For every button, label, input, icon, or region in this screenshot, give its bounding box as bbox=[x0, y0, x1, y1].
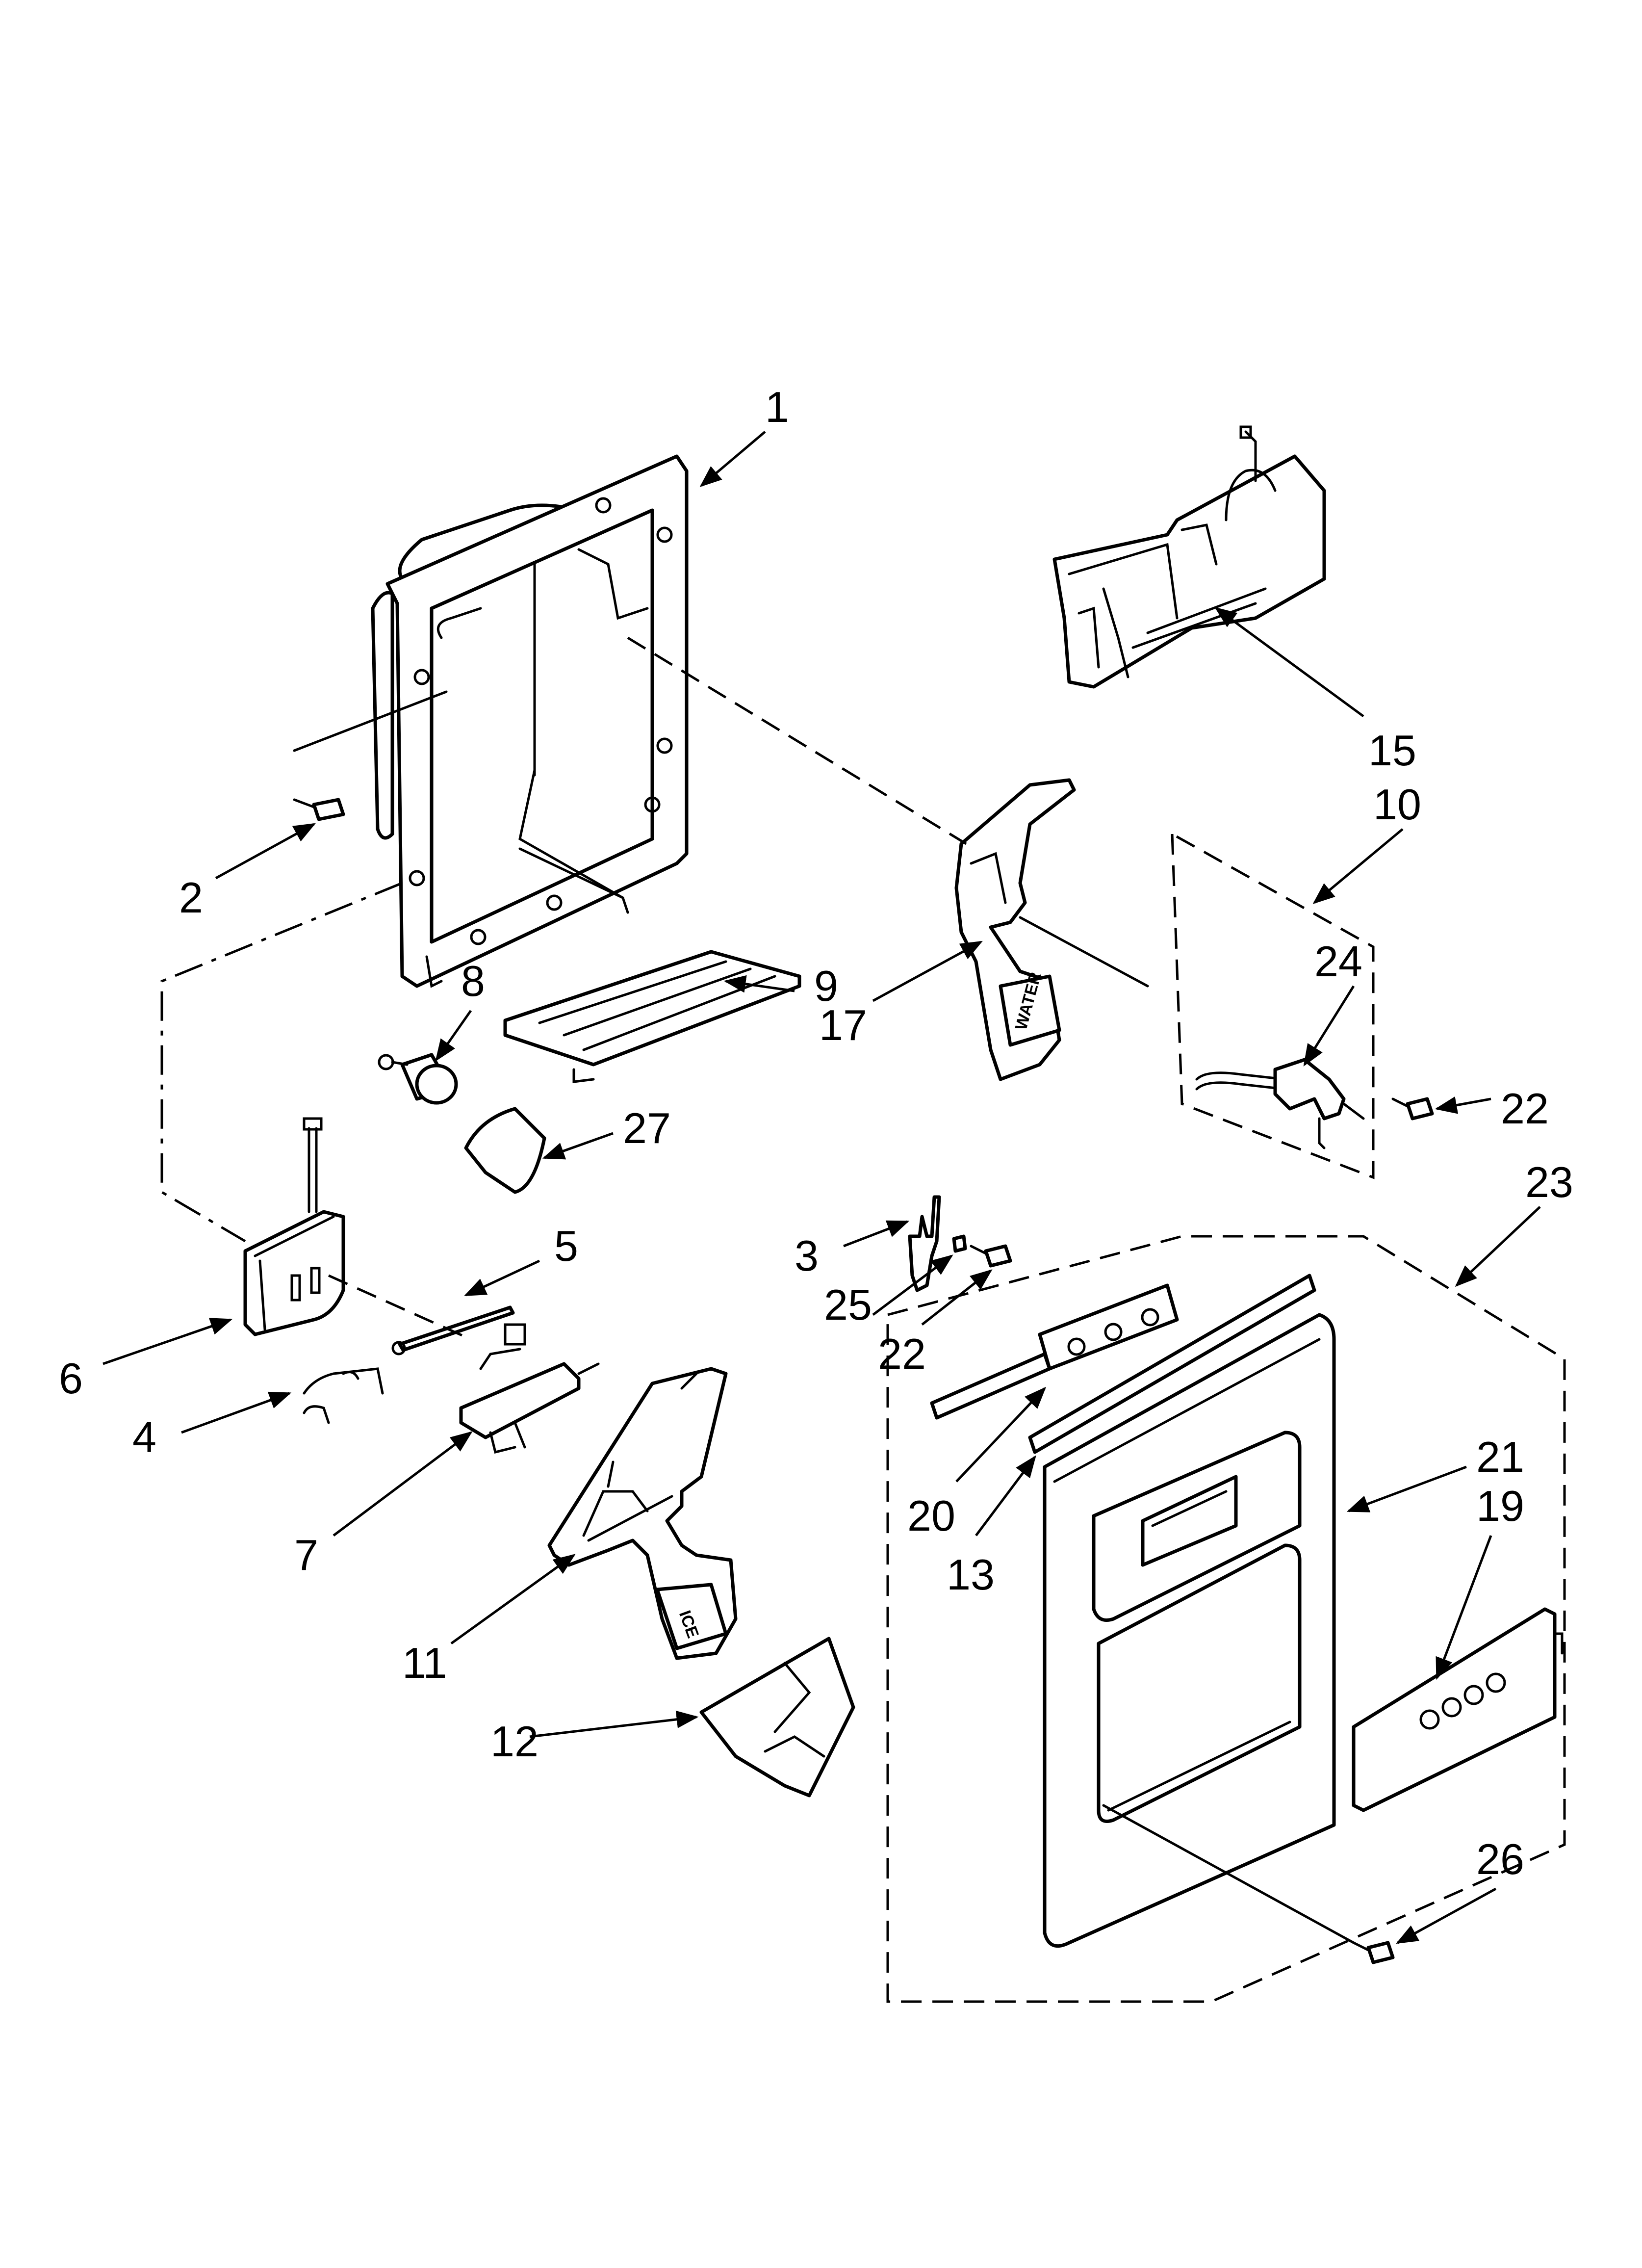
clip-part bbox=[952, 1234, 967, 1253]
screw-part-22-upper bbox=[1391, 1097, 1434, 1121]
callout-27: 27 bbox=[623, 1104, 671, 1152]
leader-25 bbox=[872, 1254, 953, 1316]
callout-12: 12 bbox=[490, 1717, 539, 1766]
leader-17 bbox=[872, 940, 983, 1002]
callout-22-upper: 22 bbox=[1501, 1084, 1549, 1133]
dispenser-housing-part bbox=[371, 454, 689, 988]
assembly-23-boundary bbox=[886, 1235, 1566, 2003]
pivot-pin-part bbox=[391, 1305, 515, 1356]
leader-11 bbox=[450, 1554, 576, 1645]
leader-21 bbox=[1346, 1465, 1467, 1512]
ribbon-cable-part bbox=[930, 1283, 1179, 1420]
switch-actuator-part bbox=[908, 1195, 941, 1292]
alignment-line-panel-to-screw bbox=[1102, 1804, 1355, 1944]
callout-19: 19 bbox=[1476, 1482, 1524, 1530]
leader-26 bbox=[1396, 1887, 1497, 1944]
leader-24 bbox=[1303, 985, 1355, 1067]
leader-5 bbox=[463, 1259, 540, 1297]
leader-22a bbox=[1435, 1096, 1491, 1114]
leader-6 bbox=[103, 1318, 233, 1365]
callout-25: 25 bbox=[824, 1280, 872, 1329]
leader-4 bbox=[181, 1391, 292, 1434]
alignment-line-switch-to-actuator bbox=[328, 1274, 472, 1341]
dispenser-switch-part bbox=[243, 1117, 345, 1336]
callout-21: 21 bbox=[1476, 1433, 1524, 1481]
alignment-line-housing-to-switch bbox=[160, 882, 403, 1243]
leader-19 bbox=[1436, 1535, 1492, 1680]
leader-2 bbox=[215, 823, 316, 880]
leader-20 bbox=[955, 1386, 1047, 1483]
callout-22-lower: 22 bbox=[878, 1330, 926, 1378]
callout-17: 17 bbox=[819, 1001, 867, 1049]
leader-10 bbox=[1312, 828, 1404, 904]
callout-5: 5 bbox=[554, 1222, 578, 1270]
leader-27 bbox=[542, 1132, 614, 1160]
leader-23 bbox=[1455, 1206, 1541, 1287]
callout-3: 3 bbox=[795, 1231, 819, 1280]
callout-20: 20 bbox=[907, 1491, 955, 1540]
callout-4: 4 bbox=[132, 1413, 156, 1461]
leader-22b bbox=[921, 1269, 993, 1326]
assembly-10-boundary bbox=[1171, 832, 1375, 1179]
callout-24: 24 bbox=[1314, 937, 1362, 986]
leader-15 bbox=[1214, 607, 1364, 718]
control-overlay-part bbox=[1352, 1607, 1564, 1812]
leader-9 bbox=[723, 975, 795, 993]
callout-10: 10 bbox=[1373, 780, 1421, 829]
ice-chute-door-part bbox=[699, 1637, 855, 1798]
callout-7: 7 bbox=[294, 1531, 318, 1579]
callout-15: 15 bbox=[1368, 726, 1416, 775]
alignment-line-lever-to-heater bbox=[1019, 916, 1149, 988]
leader-1 bbox=[699, 431, 766, 487]
callout-2: 2 bbox=[179, 873, 203, 922]
leader-12 bbox=[529, 1710, 699, 1738]
leader-13 bbox=[975, 1455, 1036, 1537]
callout-8: 8 bbox=[461, 957, 485, 1005]
callout-6: 6 bbox=[59, 1354, 83, 1403]
dispenser-front-panel-part bbox=[1028, 1274, 1336, 1948]
callout-26: 26 bbox=[1476, 1835, 1524, 1883]
solenoid-cover-part bbox=[464, 1107, 546, 1194]
leader-8 bbox=[435, 1010, 472, 1062]
heater-part bbox=[1195, 1058, 1365, 1149]
dispenser-control-assembly-part bbox=[1052, 425, 1326, 689]
lever-spring-part bbox=[303, 1367, 384, 1424]
screw-part-2 bbox=[293, 798, 345, 821]
screw-part-22-lower bbox=[970, 1244, 1012, 1268]
screw-part-26 bbox=[1352, 1941, 1395, 1964]
callout-9: 9 bbox=[814, 962, 838, 1010]
water-lever-part bbox=[954, 778, 1076, 1081]
leader-3 bbox=[843, 1220, 910, 1248]
drip-tray-part bbox=[503, 950, 801, 1083]
leader-7 bbox=[333, 1431, 473, 1537]
callout-11: 11 bbox=[402, 1639, 447, 1687]
actuator-part bbox=[459, 1323, 600, 1454]
alignment-line-housing-to-lever bbox=[627, 636, 967, 845]
callout-1: 1 bbox=[765, 383, 789, 431]
callout-13: 13 bbox=[947, 1550, 995, 1599]
callout-23: 23 bbox=[1525, 1158, 1573, 1206]
ice-lever-part bbox=[547, 1367, 738, 1660]
solenoid-part bbox=[378, 1053, 458, 1105]
